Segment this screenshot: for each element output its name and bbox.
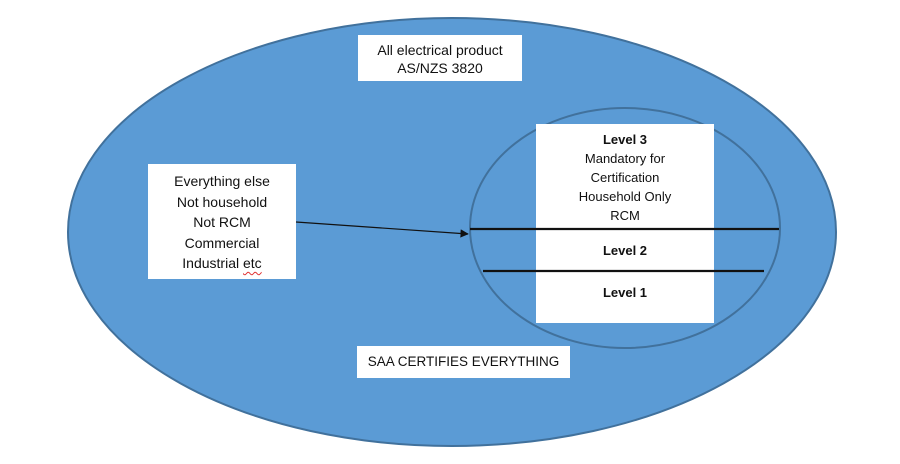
level-2-title: Level 2	[602, 243, 648, 258]
level-1-title: Level 1	[602, 285, 648, 300]
everything-else-line-4: Commercial	[184, 234, 260, 251]
industrial-word: Industrial	[182, 255, 240, 271]
everything-else-line-3: Not RCM	[193, 214, 251, 230]
all-products-label: All electrical product AS/NZS 3820	[358, 35, 522, 81]
everything-else-line-5: Industrial etc	[148, 253, 296, 274]
saa-certifies-label: SAA CERTIFIES EVERYTHING	[357, 346, 570, 378]
level-3-title: Level 3	[602, 132, 648, 147]
level-3-line-4: RCM	[610, 208, 640, 223]
spellcheck-flagged-word: etc	[243, 255, 262, 271]
level-3-line-1: Mandatory for	[584, 151, 666, 166]
level-3-section: Level 3 Mandatory for Certification Hous…	[536, 130, 714, 225]
everything-else-label: Everything else Not household Not RCM Co…	[148, 164, 296, 279]
everything-else-line-1: Everything else	[174, 173, 270, 189]
everything-else-line-2: Not household	[176, 193, 268, 210]
all-products-line-1: All electrical product	[377, 42, 503, 58]
level-3-line-2: Certification	[590, 170, 660, 185]
standard-code-label: AS/NZS 3820	[397, 60, 483, 76]
pointer-arrow	[295, 221, 469, 238]
level-3-line-3: Household Only	[578, 189, 672, 204]
saa-certifies-text: SAA CERTIFIES EVERYTHING	[367, 354, 560, 369]
levels-box: Level 3 Mandatory for Certification Hous…	[536, 124, 714, 323]
